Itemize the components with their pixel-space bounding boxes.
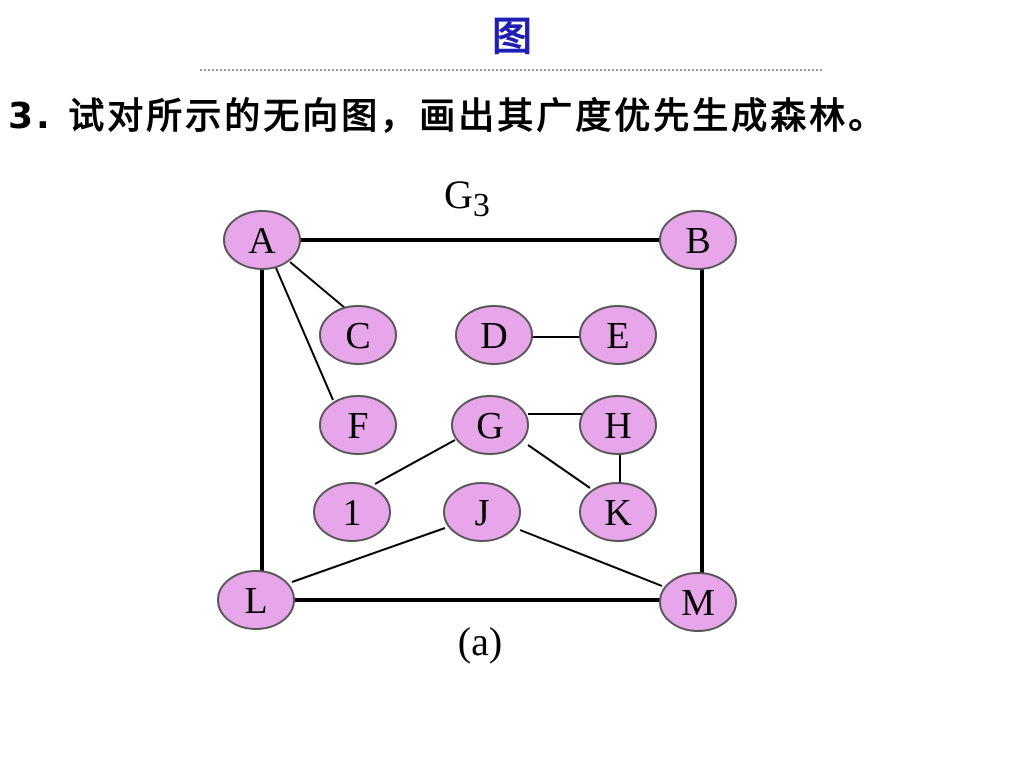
node-H: H <box>579 395 657 455</box>
edge-G-K <box>527 444 591 489</box>
node-A: A <box>223 210 301 270</box>
node-1: 1 <box>313 482 391 542</box>
node-K: K <box>579 482 657 542</box>
node-label: D <box>480 315 507 357</box>
node-label: F <box>347 405 368 447</box>
node-L: L <box>217 570 295 630</box>
graph-name-letter: G <box>444 172 473 217</box>
node-J: J <box>443 482 521 542</box>
edge-A-F <box>275 267 334 401</box>
node-circle <box>443 482 521 542</box>
question-text: 3. 试对所示的无向图，画出其广度优先生成森林。 <box>8 96 888 137</box>
node-circle <box>455 305 533 365</box>
node-label: B <box>685 220 710 262</box>
node-B: B <box>659 210 737 270</box>
node-label: 1 <box>343 492 362 534</box>
edge-A-C <box>289 261 346 309</box>
graph-name: G3 <box>444 172 490 224</box>
node-label: C <box>345 315 370 357</box>
node-circle <box>313 482 391 542</box>
node-circle <box>579 482 657 542</box>
node-circle <box>579 395 657 455</box>
node-circle <box>659 210 737 270</box>
node-circle <box>223 210 301 270</box>
edge-J-M <box>519 529 663 587</box>
edge-J-L <box>291 527 446 583</box>
title-divider <box>200 69 822 71</box>
node-circle <box>319 395 397 455</box>
node-label: G <box>476 405 503 447</box>
node-G: G <box>451 395 529 455</box>
node-circle <box>659 572 737 632</box>
node-circle <box>217 570 295 630</box>
node-label: K <box>604 492 632 534</box>
graph-caption: (a) <box>458 619 502 664</box>
node-E: E <box>579 305 657 365</box>
node-D: D <box>455 305 533 365</box>
node-F: F <box>319 395 397 455</box>
node-label: J <box>475 492 490 534</box>
edge-G-1 <box>374 439 456 485</box>
slide-title: 图 <box>492 14 532 60</box>
node-label: M <box>681 582 715 624</box>
node-circle <box>319 305 397 365</box>
node-circle <box>451 395 529 455</box>
node-label: E <box>606 315 629 357</box>
node-label: A <box>248 220 276 262</box>
node-circle <box>579 305 657 365</box>
nodes-layer: A B C D E F G H 1 J K L M <box>217 210 737 632</box>
node-C: C <box>319 305 397 365</box>
node-M: M <box>659 572 737 632</box>
node-label: L <box>244 580 267 622</box>
graph-name-subscript: 3 <box>473 187 490 224</box>
node-label: H <box>604 405 631 447</box>
edges-layer <box>260 238 704 602</box>
